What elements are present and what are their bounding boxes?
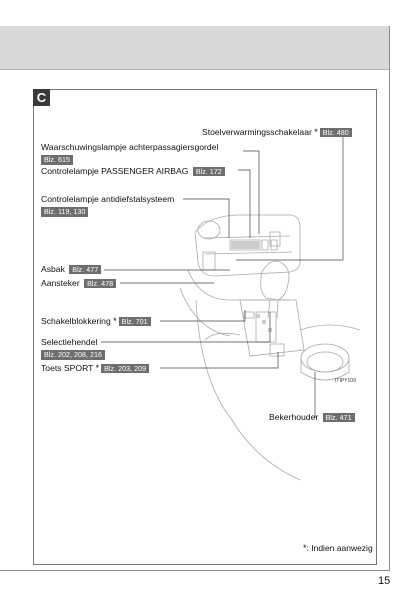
- bottom-rule: [0, 570, 390, 571]
- passenger-airbag-label: Controlelampje PASSENGER AIRBAG: [41, 166, 189, 176]
- sport-ref: Blz. 203, 209: [101, 363, 150, 374]
- header-band: [0, 26, 389, 70]
- ashtray-label: Asbak: [41, 264, 65, 274]
- optional-star: *: [314, 127, 318, 137]
- ashtray-ref: Blz. 477: [69, 264, 102, 275]
- cup-holder-label: Bekerhouder: [269, 412, 319, 422]
- cup-holder-ref: Blz. 471: [322, 412, 355, 423]
- callout-cup-holder: Bekerhouder Blz. 471: [269, 412, 355, 423]
- page-number: 15: [378, 575, 391, 587]
- selector-label: Selectiehendel: [41, 337, 98, 347]
- lighter-ref: Blz. 478: [84, 278, 117, 289]
- optional-star: *: [113, 316, 117, 326]
- seat-heater-label: Stoelverwarmingsschakelaar: [202, 127, 312, 137]
- callout-seat-heater: Stoelverwarmingsschakelaar *Blz. 480: [202, 127, 352, 138]
- footnote-text: : Indien aanwezig: [306, 543, 373, 553]
- section-letter-badge: C: [33, 89, 50, 106]
- callout-anti-theft: Controlelampje antidiefstalsysteem Blz. …: [41, 194, 174, 217]
- anti-theft-label: Controlelampje antidiefstalsysteem: [41, 194, 175, 204]
- callout-rear-belt-lamp: Waarschuwingslampje achterpassagiersgord…: [41, 142, 218, 165]
- shift-lock-label: Schakelblokkering: [41, 316, 111, 326]
- callout-lighter: Aansteker Blz. 478: [41, 278, 117, 289]
- footnote-star: *: [303, 543, 307, 553]
- callout-passenger-airbag: Controlelampje PASSENGER AIRBAG Blz. 172: [41, 166, 225, 177]
- image-code: ITIPY109: [335, 378, 356, 384]
- anti-theft-ref: Blz. 119, 130: [41, 207, 89, 217]
- rear-belt-lamp-ref: Blz. 615: [41, 155, 73, 165]
- seat-heater-ref: Blz. 480: [319, 127, 352, 138]
- selector-ref: Blz. 202, 208, 216: [41, 350, 105, 360]
- section-frame: [33, 89, 377, 565]
- sport-label: Toets SPORT: [41, 363, 94, 373]
- callout-selector: Selectiehendel Blz. 202, 208, 216: [41, 337, 105, 360]
- passenger-airbag-ref: Blz. 172: [192, 166, 225, 177]
- side-rule: [389, 26, 390, 570]
- callout-shift-lock: Schakelblokkering *Blz. 701: [41, 316, 151, 327]
- callout-ashtray: Asbak Blz. 477: [41, 264, 102, 275]
- lighter-label: Aansteker: [41, 278, 80, 288]
- rear-belt-lamp-label: Waarschuwingslampje achterpassagiersgord…: [41, 142, 219, 152]
- optional-star: *: [95, 363, 100, 373]
- footnote: *: Indien aanwezig: [303, 543, 373, 553]
- callout-sport: Toets SPORT *Blz. 203, 209: [41, 363, 150, 374]
- shift-lock-ref: Blz. 701: [118, 316, 151, 327]
